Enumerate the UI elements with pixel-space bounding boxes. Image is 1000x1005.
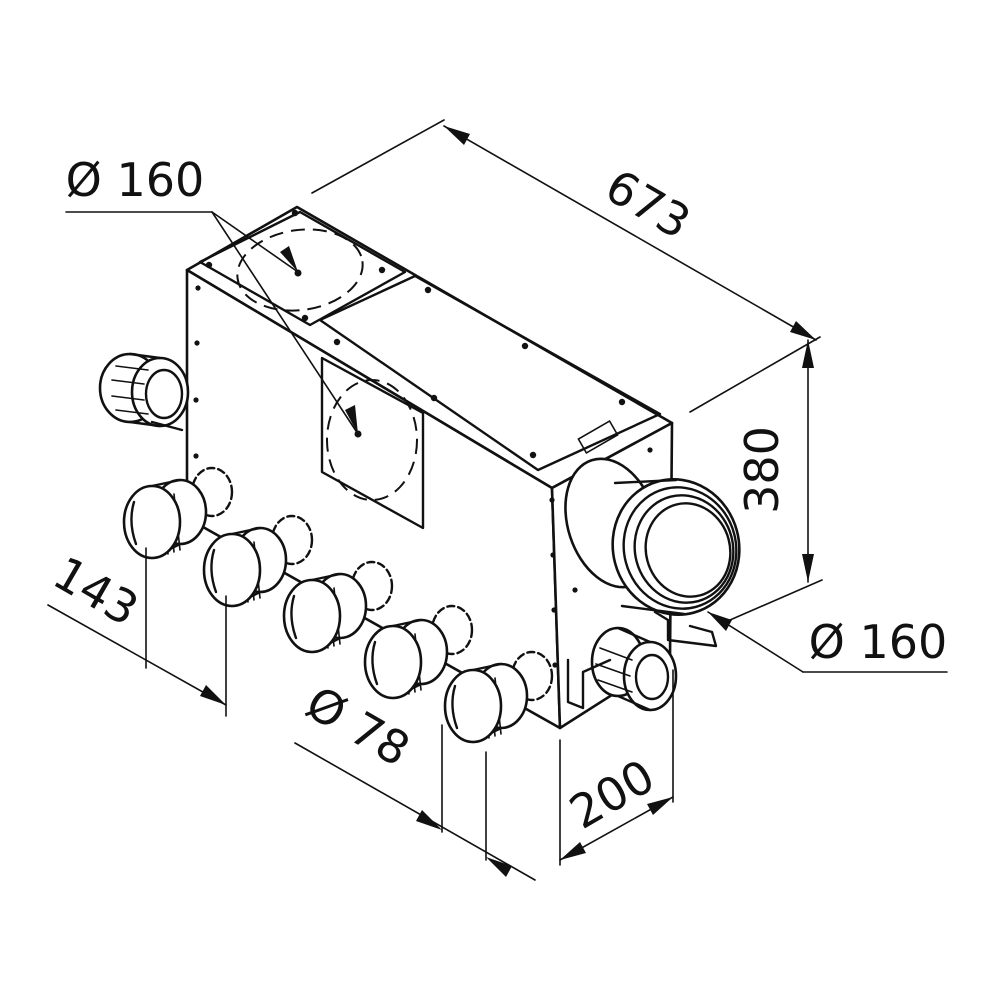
dim-length-label: 673 (596, 159, 699, 250)
small-port-row (122, 466, 554, 744)
dim-depth-label: 200 (560, 749, 663, 840)
small-port-collar (363, 618, 449, 700)
front-port-plate (320, 356, 425, 530)
large-end-port (564, 457, 741, 616)
front-port-outline (326, 379, 418, 501)
lower-end-port (590, 626, 678, 712)
left-end-port (98, 352, 190, 432)
small-port-collar (443, 662, 529, 744)
dim-height-label: 380 (735, 426, 789, 514)
dim-spacing-label: 143 (44, 546, 147, 637)
label-plate (577, 419, 619, 455)
mounting-brackets (566, 610, 718, 710)
dim-side-port-label: Ø 160 (809, 615, 948, 669)
top-port-outline (236, 228, 364, 312)
small-port-collar (282, 572, 368, 654)
dimension-lines (47, 119, 948, 881)
top-plate-panel (318, 274, 662, 472)
dim-top-port-label: Ø 160 (66, 153, 205, 207)
small-port-collar (202, 526, 288, 608)
small-port-collar (122, 478, 208, 560)
